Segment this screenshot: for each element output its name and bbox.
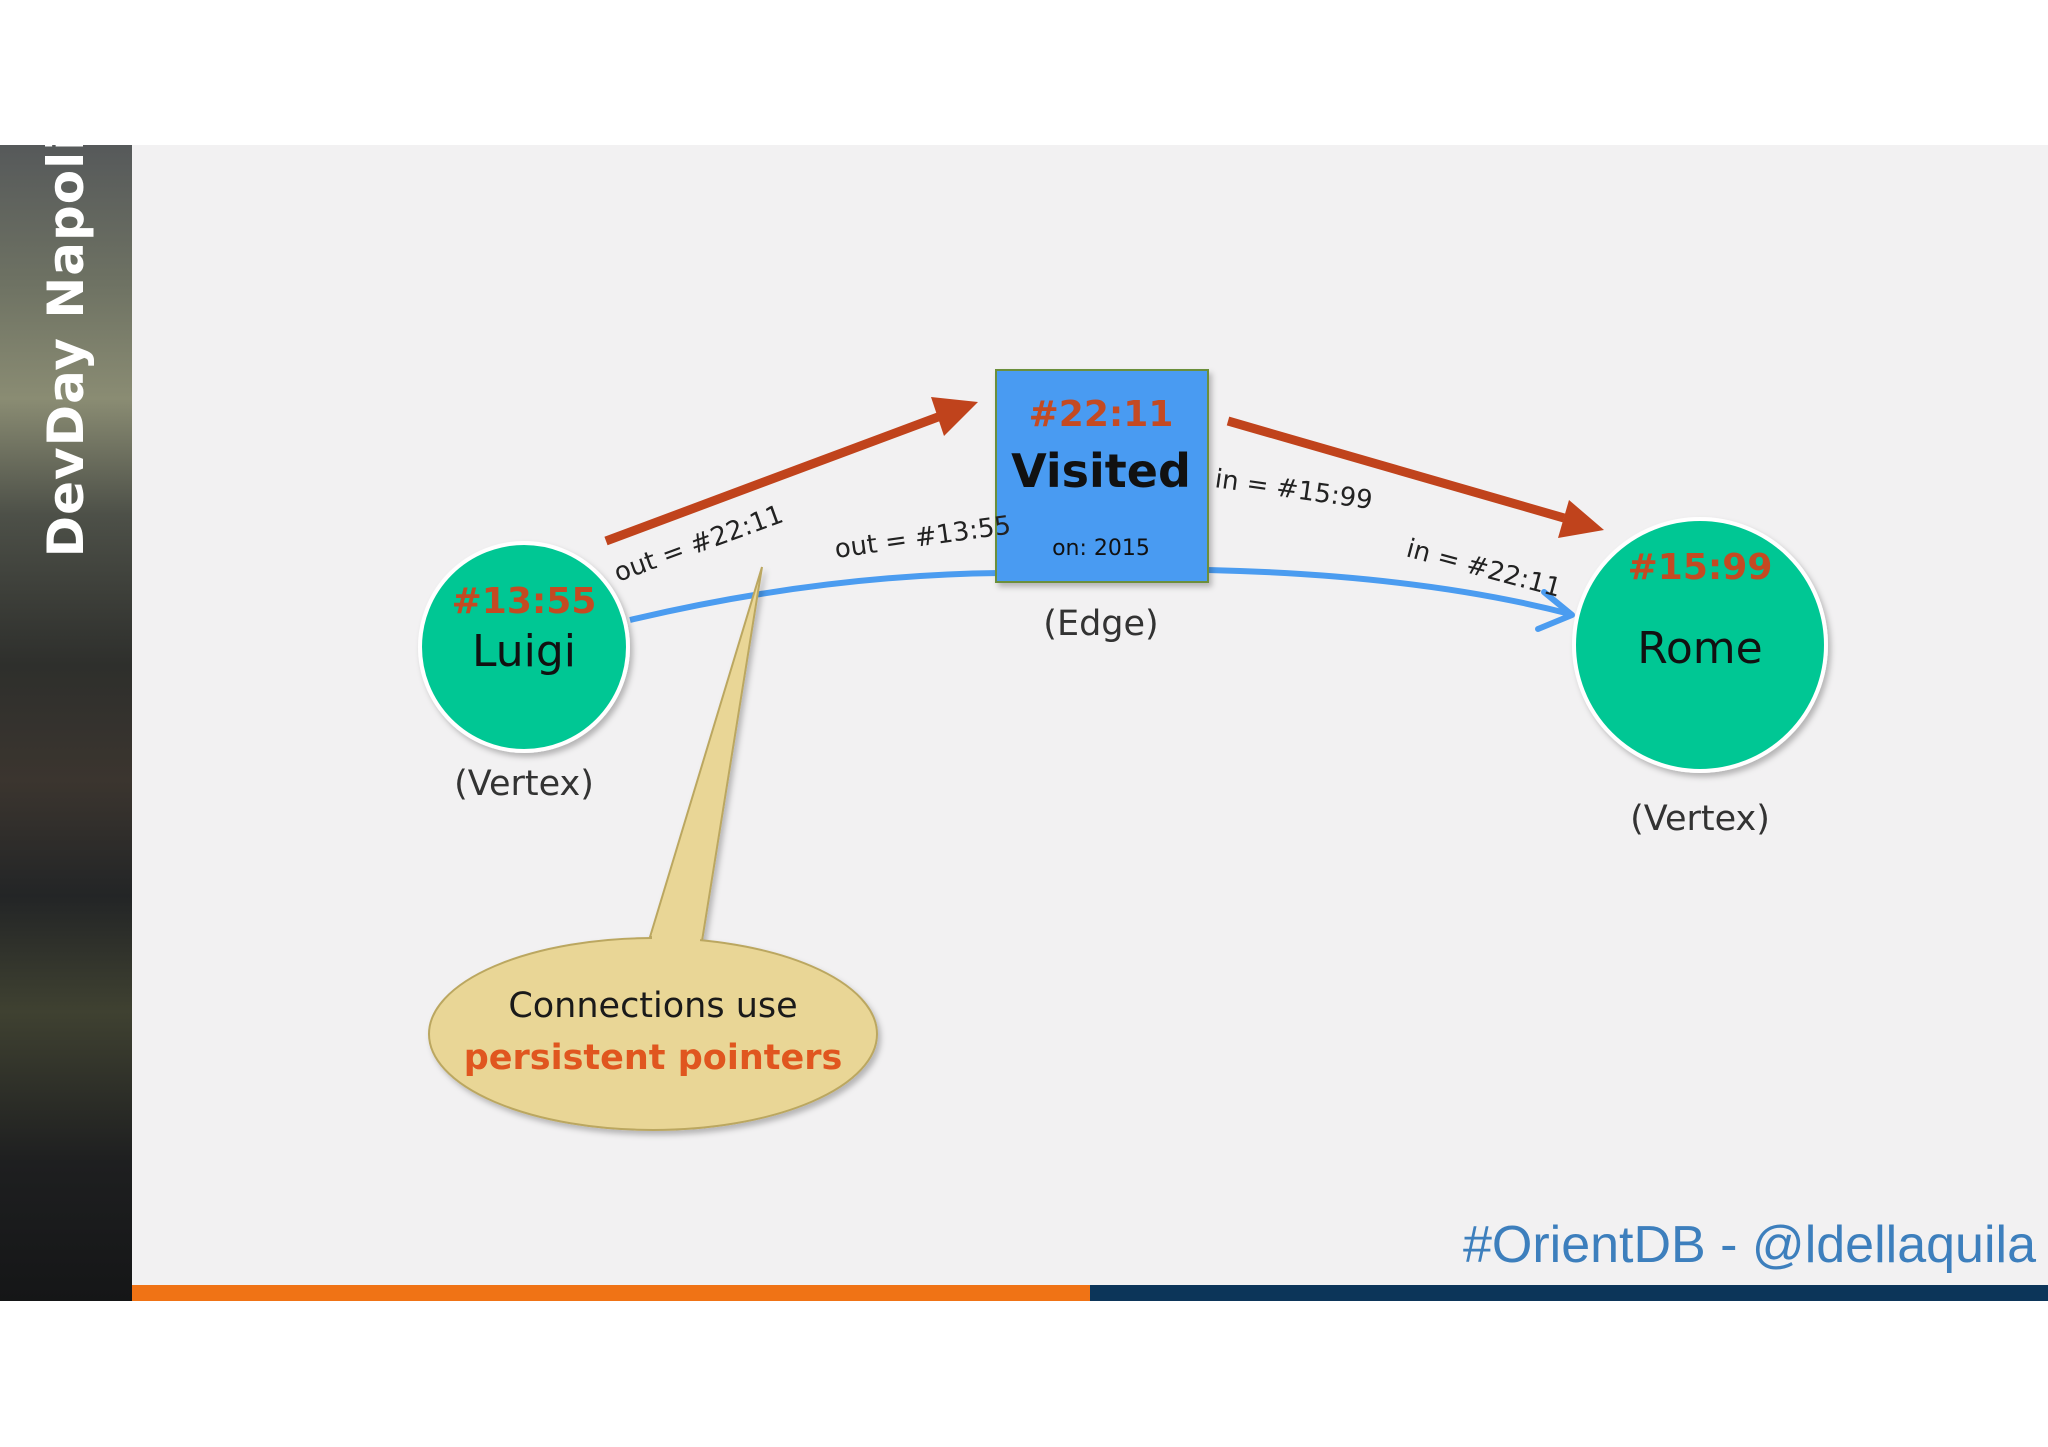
footer-hashtag: #OrientDB - @ldellaquila xyxy=(1462,1216,2036,1274)
label-edge-out: out = #13:55 xyxy=(833,511,1013,565)
vertex-rome-rid: #15:99 xyxy=(1628,547,1773,588)
diagram: Connections use persistent pointers #13:… xyxy=(418,369,1828,1131)
callout: Connections use persistent pointers xyxy=(428,566,878,1131)
red-arrow-in xyxy=(1226,416,1604,538)
vertex-luigi: #13:55 Luigi (Vertex) xyxy=(418,541,630,804)
vertex-rome-role: (Vertex) xyxy=(1630,799,1770,839)
edge-rid: #22:11 xyxy=(1029,394,1174,435)
edge-name: Visited xyxy=(1011,444,1191,498)
edge-prop: on: 2015 xyxy=(1052,536,1150,561)
red-arrow-out xyxy=(604,397,978,546)
footer-bar-orange xyxy=(132,1285,1090,1301)
vertex-luigi-name: Luigi xyxy=(472,626,576,677)
vertex-luigi-rid: #13:55 xyxy=(452,581,597,622)
callout-line2: persistent pointers xyxy=(464,1038,843,1078)
vertex-rome-name: Rome xyxy=(1637,623,1762,674)
vertex-rome: #15:99 Rome (Vertex) xyxy=(1572,517,1828,839)
blue-link xyxy=(629,567,1575,632)
edge-role: (Edge) xyxy=(1043,604,1158,644)
callout-line1: Connections use xyxy=(508,986,797,1026)
slide: DevDay Napoli xyxy=(0,145,2048,1301)
vertex-luigi-role: (Vertex) xyxy=(454,764,594,804)
edge-visited: #22:11 Visited on: 2015 (Edge) xyxy=(995,369,1209,644)
footer-bar-navy xyxy=(1090,1285,2048,1301)
label-edge-in: in = #15:99 xyxy=(1213,464,1374,516)
side-panel: DevDay Napoli xyxy=(0,145,132,1301)
